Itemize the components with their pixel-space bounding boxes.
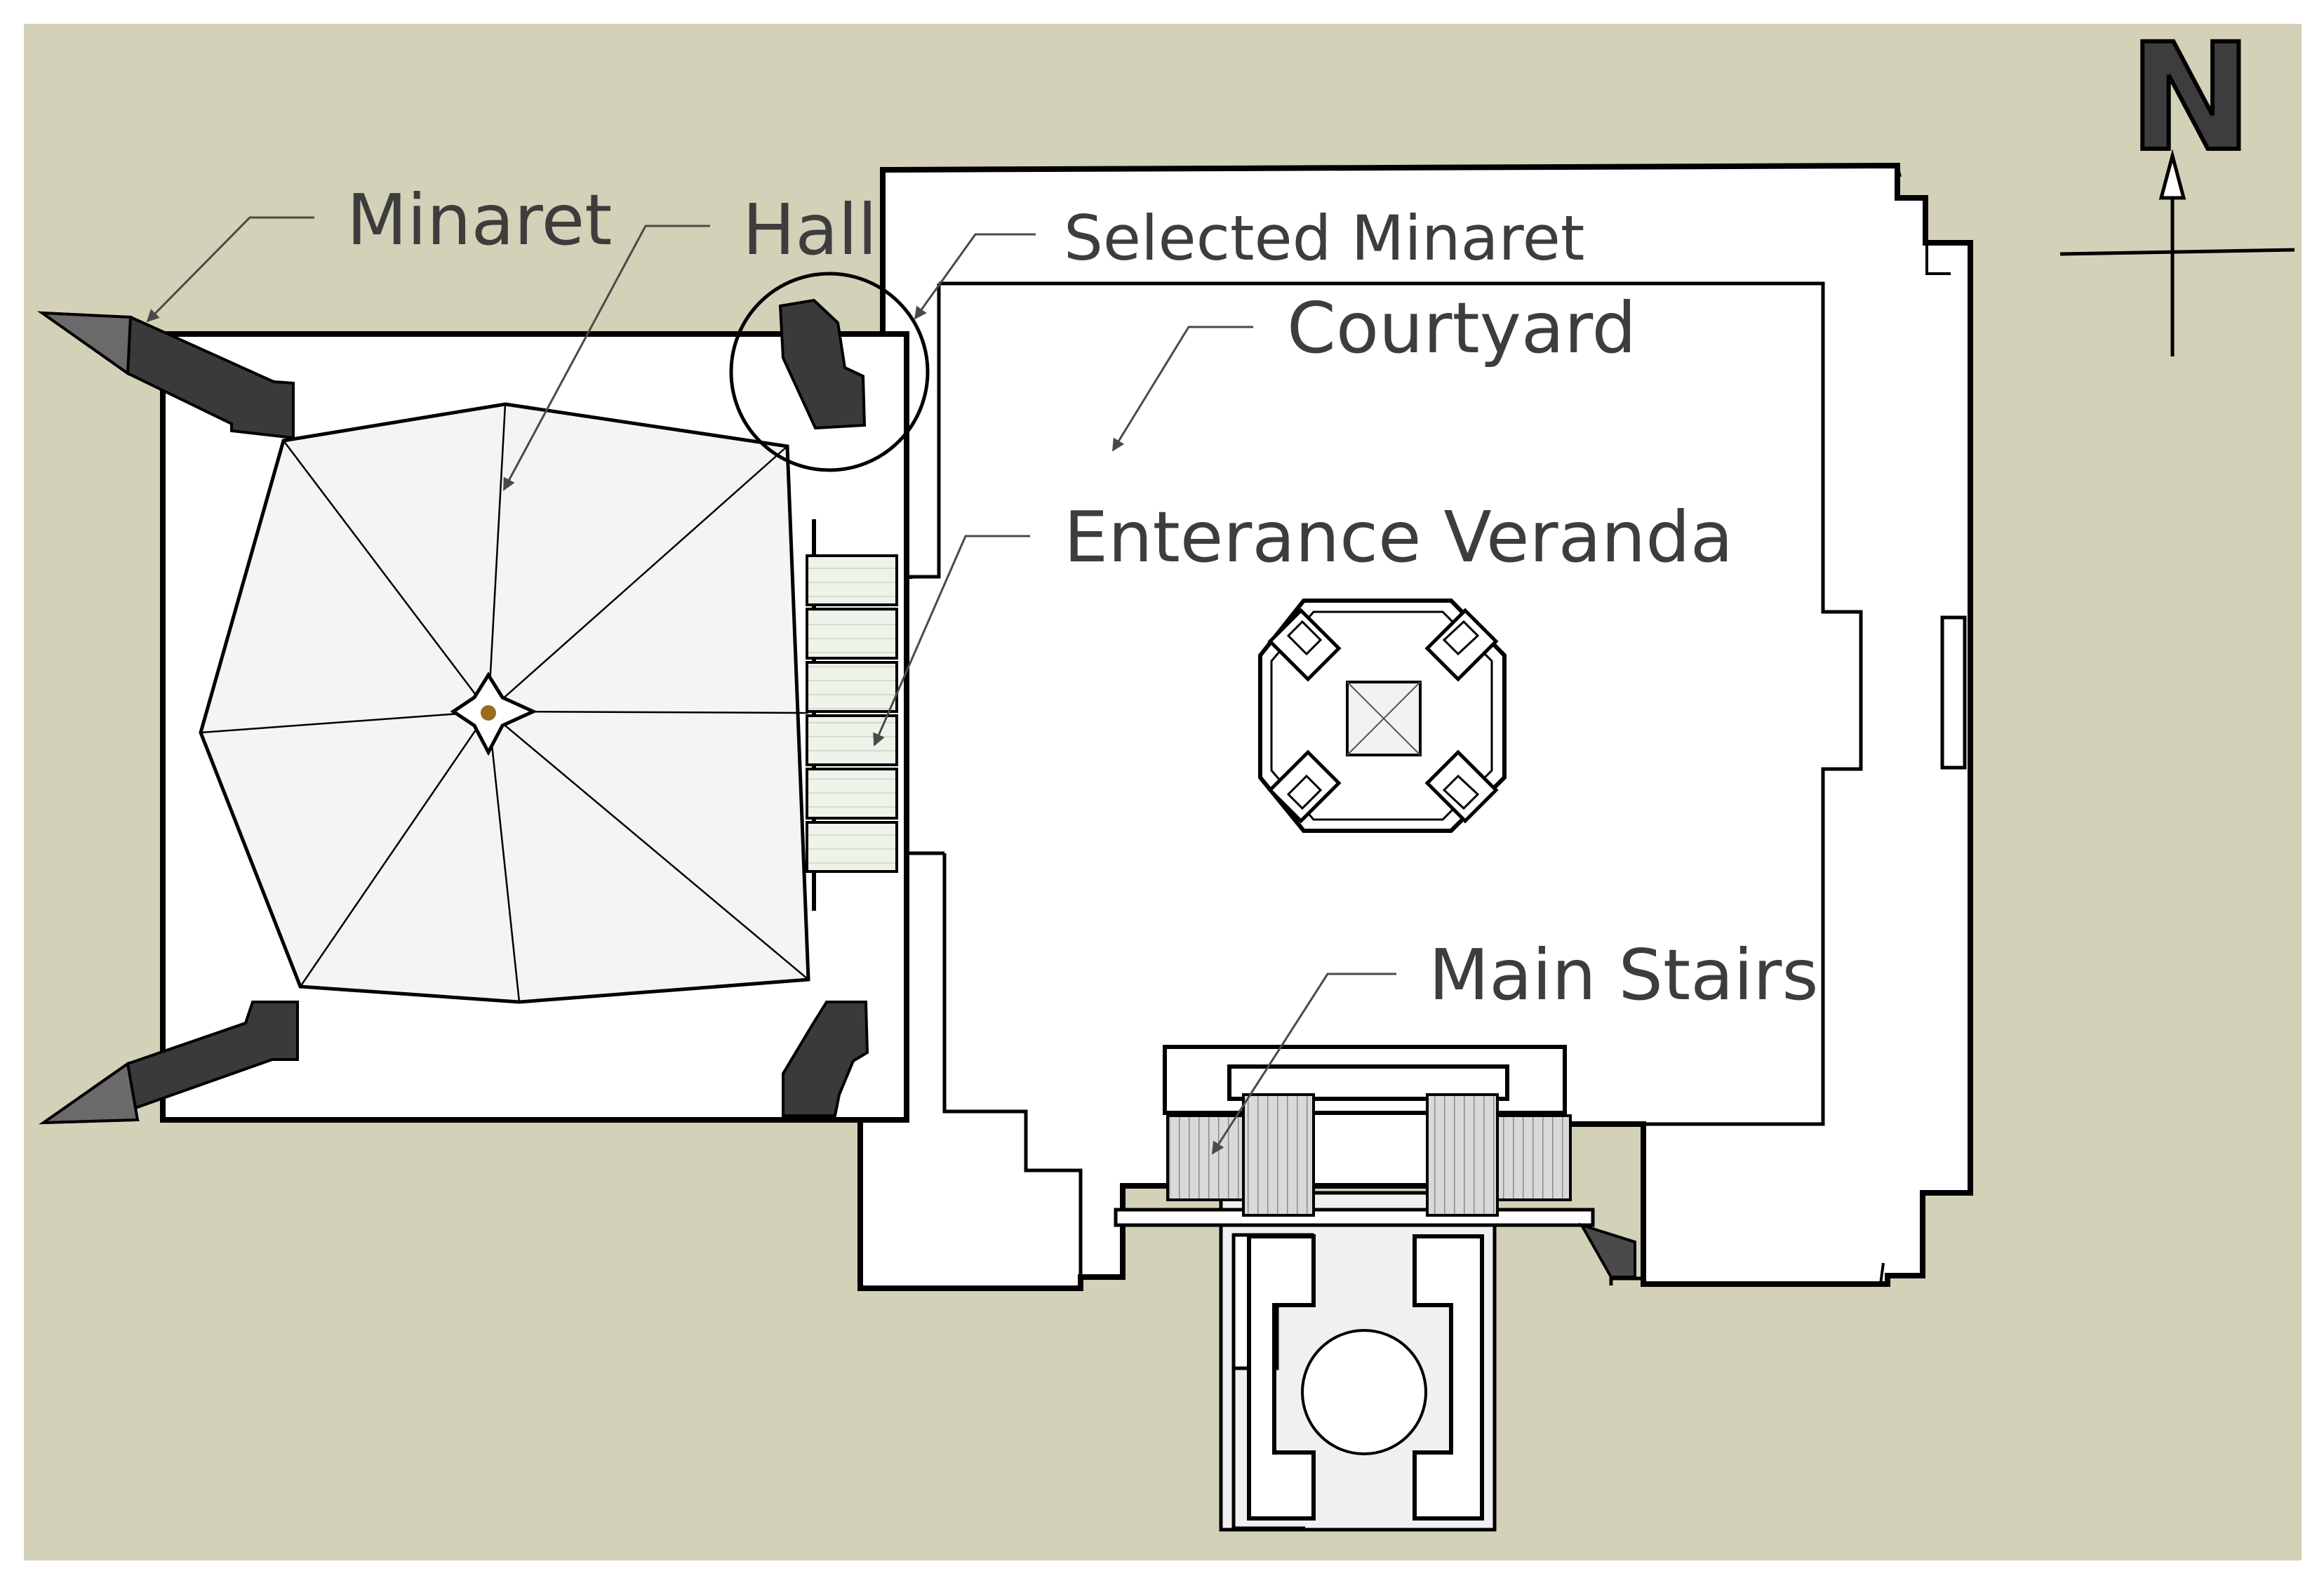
north-letter: N	[2129, 12, 2252, 184]
minaret-callout: Minaret	[146, 179, 612, 323]
entrance-veranda	[806, 554, 898, 873]
courtyard-pavilion	[1258, 599, 1507, 833]
entrance-veranda-callout: Enterance Veranda	[873, 496, 1733, 747]
selected-minaret-callout: Selected Minaret	[914, 202, 1584, 320]
north-arrow: N	[2059, 10, 2295, 356]
minarets	[37, 298, 869, 1125]
courtyard-label: Courtyard	[1287, 287, 1636, 369]
selected-minaret-label: Selected Minaret	[1064, 202, 1584, 274]
minaret-label: Minaret	[347, 179, 612, 261]
dome	[199, 402, 810, 1004]
hall-label: Hall	[742, 189, 877, 271]
entrance-veranda-label: Enterance Veranda	[1064, 496, 1733, 578]
hall-callout: Hall	[502, 189, 877, 491]
selected-minaret-circle	[729, 272, 930, 472]
north-arrow-head	[2158, 149, 2186, 200]
main-stairs	[1114, 1045, 1636, 1532]
main-stairs-label: Main Stairs	[1429, 934, 1818, 1016]
courtyard-callout: Courtyard	[1111, 287, 1636, 452]
prayer-hall	[160, 331, 909, 1123]
annotations: Minaret Hall Selected Minaret Courtyard …	[146, 179, 1818, 1155]
main-stairs-callout: Main Stairs	[1211, 934, 1818, 1155]
